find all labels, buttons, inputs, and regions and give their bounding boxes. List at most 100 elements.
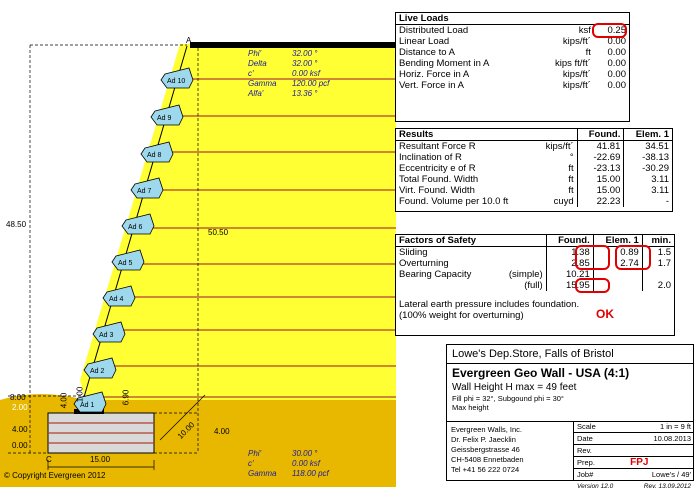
results-title: Results [396, 129, 535, 141]
subsoil-prop-key: c' [248, 459, 292, 469]
point-a-label: A [186, 36, 191, 45]
row-unit: kips/ft´ [534, 36, 594, 47]
row-label: Linear Load [396, 36, 534, 47]
fill-prop-value: 32.00 ° [292, 49, 317, 58]
row-unit: ft [534, 47, 594, 58]
fill-prop-key: Gamma [248, 79, 292, 89]
subsoil-prop-value: 0.00 ksf [292, 459, 320, 468]
row-label: Bearing Capacity [396, 269, 497, 280]
row-label [396, 280, 497, 291]
row-elem: -38.13 [624, 152, 672, 163]
row-unit: kips/ft´ [534, 69, 594, 80]
company-line: Evergreen Walls, Inc. [451, 425, 524, 435]
fill-prop-value: 13.36 ° [292, 89, 317, 98]
subsoil-prop-key: Gamma [248, 469, 292, 479]
subsoil-prop-value: 118.00 pcf [292, 469, 329, 478]
row-elem: 34.51 [624, 141, 672, 153]
row-label: Vert. Force in A [396, 80, 534, 91]
wall-block: Ad 8 [141, 142, 173, 162]
wall-block-label: Ad 1 [80, 402, 95, 409]
client-name: Lowe's Dep.Store, Falls of Bristol [447, 345, 693, 364]
row-label: Bending Moment in A [396, 58, 534, 69]
job-value: Lowe's / 49' [627, 469, 694, 481]
row-elem: 3.11 [624, 185, 672, 196]
fill-prop-key: Phi' [248, 49, 292, 59]
job-label: Job# [574, 469, 627, 481]
row-label: Found. Volume per 10.0 ft [396, 196, 535, 207]
dim-4b-label: 4.00 [214, 427, 230, 436]
note-line-2: (100% weight for overturning) [399, 310, 671, 321]
wall-block-label: Ad 8 [147, 152, 162, 159]
row-value: 0.00 [594, 47, 629, 58]
dim-15-label: 15.00 [90, 455, 110, 464]
row-label: Eccentricity e of R [396, 163, 535, 174]
wall-block-label: Ad 5 [118, 260, 133, 267]
prep-value: FPJ [627, 457, 694, 469]
wall-block: Ad 7 [131, 178, 163, 198]
row-label: Total Found. Width [396, 174, 535, 185]
elem-sliding-highlight [615, 245, 651, 270]
wall-height: Wall Height H max = 49 feet [447, 380, 693, 393]
wall-block: Ad 6 [122, 214, 154, 234]
date-value: 10.08.2013 [627, 433, 694, 445]
row-unit: cuyd [535, 196, 577, 207]
distributed-load-highlight [592, 23, 627, 38]
row-unit: kips/ft´ [535, 141, 577, 153]
max-height: Max height [447, 403, 693, 412]
dim-8-label: 8.00 [10, 393, 26, 402]
company-info: Evergreen Walls, Inc. Dr. Felix P. Jaeck… [451, 425, 524, 475]
row-elem: - [624, 196, 672, 207]
row-found: 15.00 [577, 185, 624, 196]
row-label: Horiz. Force in A [396, 69, 534, 80]
row-elem: 3.11 [624, 174, 672, 185]
project-name: Evergreen Geo Wall - USA (4:1) [447, 364, 693, 380]
wall-block: Ad 5 [112, 250, 144, 270]
row-value: 0.00 [594, 69, 629, 80]
wall-block-label: Ad 4 [109, 296, 124, 303]
scale-label: Scale [574, 421, 627, 433]
row-unit: ft [535, 174, 577, 185]
title-block: Lowe's Dep.Store, Falls of Bristol Everg… [446, 344, 694, 481]
version-label: Version 12.0 [574, 481, 627, 492]
col-elem-header: Elem. 1 [624, 129, 672, 141]
dim-4-label: 4.00 [12, 425, 28, 434]
row-label: Overturning [396, 258, 497, 269]
wall-block-label: Ad 6 [128, 224, 143, 231]
fill-prop-key: Alfa' [248, 89, 292, 99]
row-unit: ksf [534, 25, 594, 37]
prep-label: Prep. [574, 457, 627, 469]
wall-block-label: Ad 7 [137, 188, 152, 195]
col-found-header: Found. [577, 129, 624, 141]
result-row: Inclination of R°-22.69-38.13 [396, 152, 672, 163]
row-min: 2.0 [642, 280, 674, 291]
subsoil-prop-key: Phi' [248, 449, 292, 459]
row-label: Inclination of R [396, 152, 535, 163]
fill-prop-value: 120.00 pcf [292, 79, 329, 88]
row-unit: kips/ft´ [534, 80, 594, 91]
live-loads-title: Live Loads [396, 13, 629, 25]
dim-0-label: 0.00 [12, 441, 28, 450]
safety-row: Bearing Capacity(simple)10.21 [396, 269, 674, 280]
row-sub: (simple) [497, 269, 546, 280]
point-c-label: C [46, 455, 52, 464]
row-min [642, 269, 674, 280]
row-unit: ft [535, 185, 577, 196]
row-sub: (full) [497, 280, 546, 291]
wall-block-label: Ad 2 [90, 368, 105, 375]
fill-info: Fill phi = 32°, Subgound phi = 30° [447, 393, 693, 403]
ok-label: OK [596, 307, 614, 321]
date-label: Date [574, 433, 627, 445]
row-elem: -30.29 [624, 163, 672, 174]
